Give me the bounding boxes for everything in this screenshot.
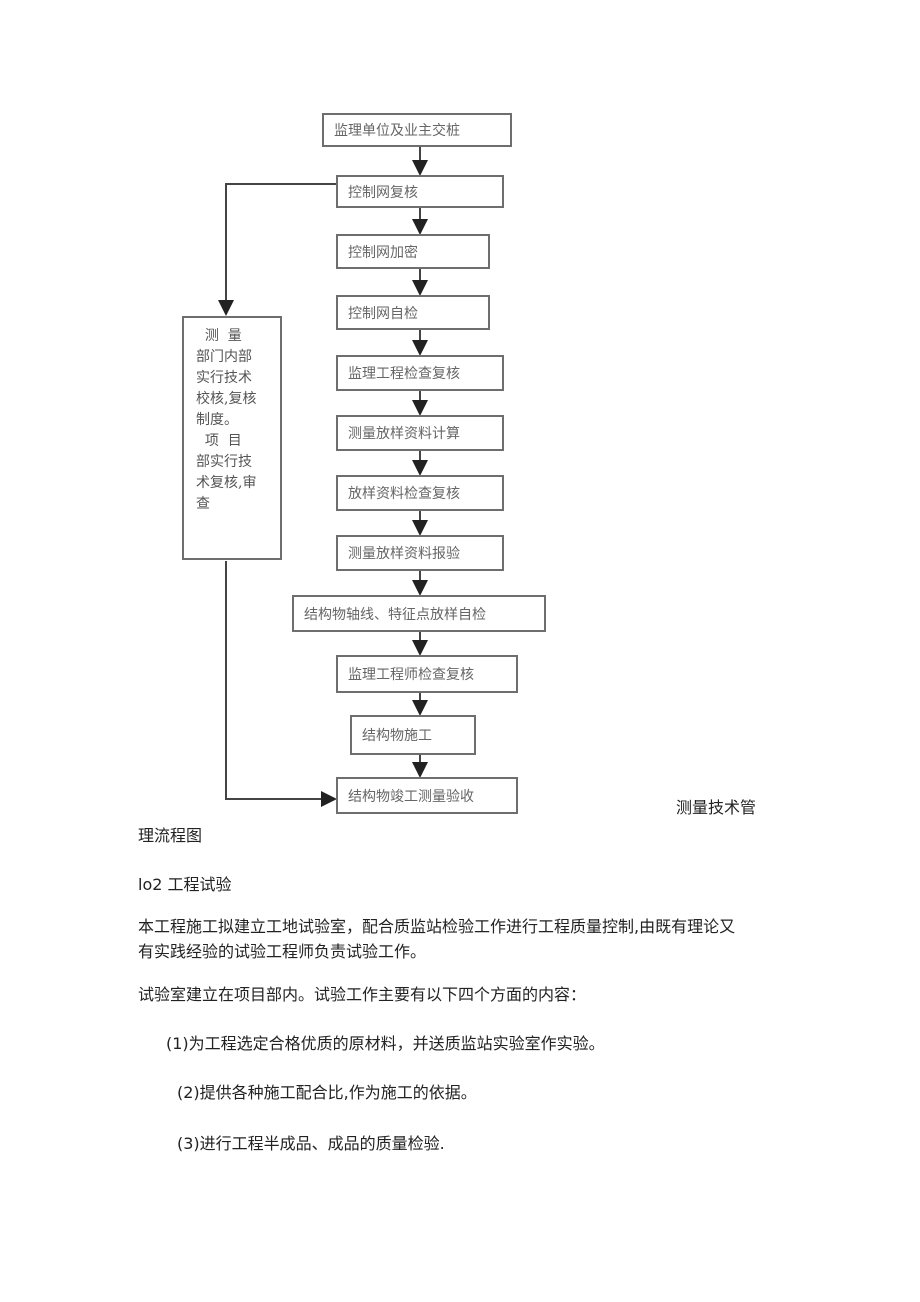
paragraph-2: 试验室建立在项目部内。试验工作主要有以下四个方面的内容： (138, 985, 587, 1004)
caption-part-2: 理流程图 (138, 826, 203, 845)
side-note-line: 查 (196, 496, 210, 512)
side-note-line: 测 量 (196, 328, 242, 344)
flow-step-7: 放样资料检查复核 (336, 475, 504, 511)
flow-step-5: 监理工程检查复核 (336, 355, 504, 391)
side-note-line: 部实行技 (196, 454, 252, 470)
flow-step-label: 控制网复核 (348, 184, 418, 201)
flow-step-label: 结构物轴线、特征点放样自检 (304, 606, 486, 623)
flow-step-label: 测量放样资料报验 (348, 546, 460, 562)
flow-step-label: 监理工程检查复核 (348, 366, 460, 382)
list-item-3: (3)进行工程半成品、成品的质量检验. (177, 1134, 445, 1153)
side-note-line: 项 目 (196, 433, 242, 449)
flow-step-label: 控制网加密 (348, 244, 418, 261)
flow-step-1: 监理单位及业主交桩 (322, 113, 512, 147)
flow-step-6: 测量放样资料计算 (336, 415, 504, 451)
flow-step-2: 控制网复核 (336, 175, 504, 208)
flow-step-label: 结构物竣工测量验收 (348, 788, 474, 805)
side-note-line: 术复核,审 (196, 475, 257, 491)
flow-step-label: 监理工程师检查复核 (348, 667, 474, 683)
flow-step-label: 测量放样资料计算 (348, 426, 460, 442)
flow-step-11: 结构物施工 (350, 715, 476, 755)
paragraph-1-line-1: 本工程施工拟建立工地试验室，配合质监站检验工作进行工程质量控制,由既有理论又 (138, 917, 736, 936)
side-note-box: 测 量 部门内部 实行技术 校核,复核 制度。 项 目 部实行技 术复核,审 查 (182, 316, 282, 560)
flow-step-10: 监理工程师检查复核 (336, 655, 518, 693)
flow-step-12: 结构物竣工测量验收 (336, 777, 518, 814)
flow-step-label: 放样资料检查复核 (348, 486, 460, 502)
paragraph-1-line-2: 有实践经验的试验工程师负责试验工作。 (138, 942, 427, 961)
flow-step-label: 结构物施工 (362, 728, 432, 744)
side-note-line: 部门内部 (196, 349, 252, 365)
flow-step-8: 测量放样资料报验 (336, 535, 504, 571)
flow-step-4: 控制网自检 (336, 295, 490, 330)
arrow-to-side-note (218, 183, 336, 316)
side-note-line: 实行技术 (196, 370, 252, 386)
flow-step-3: 控制网加密 (336, 234, 490, 269)
flow-step-label: 监理单位及业主交桩 (334, 123, 460, 139)
list-item-2: (2)提供各种施工配合比,作为施工的依据。 (177, 1083, 477, 1102)
flow-step-9: 结构物轴线、特征点放样自检 (292, 595, 546, 632)
flowchart: 监理单位及业主交桩 控制网复核 控制网加密 控制网自检 监理工程检查复核 测量放… (182, 113, 546, 814)
flow-step-label: 控制网自检 (348, 305, 418, 322)
side-note-line: 校核,复核 (196, 391, 257, 407)
arrow-from-side-note (225, 561, 337, 807)
section-heading: lo2 工程试验 (138, 875, 232, 894)
caption-part-1: 测量技术管 (676, 798, 757, 817)
list-item-1: (1)为工程选定合格优质的原材料，并送质监站实验室作实验。 (166, 1034, 605, 1053)
flow-connectors (218, 146, 428, 807)
side-note-line: 制度。 (196, 412, 238, 428)
